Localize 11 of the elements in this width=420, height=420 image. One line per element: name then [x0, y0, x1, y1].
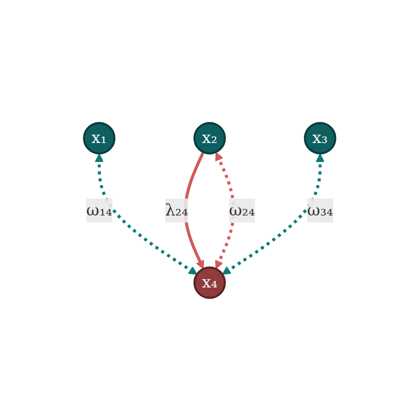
node-circle: x₃: [304, 122, 337, 154]
edge-label: ω₂₄: [229, 200, 256, 219]
edge-label: λ₂₄: [166, 200, 188, 219]
node-circle: x₁: [83, 122, 116, 154]
edge-label: ω₁₄: [86, 200, 112, 219]
edge-label: ω₃₄: [308, 200, 334, 219]
arrow: [95, 153, 198, 274]
node-circle: x₂: [194, 122, 226, 154]
arrow: [222, 153, 325, 274]
node-circle: x₄: [194, 266, 226, 298]
arrow: [184, 151, 206, 269]
